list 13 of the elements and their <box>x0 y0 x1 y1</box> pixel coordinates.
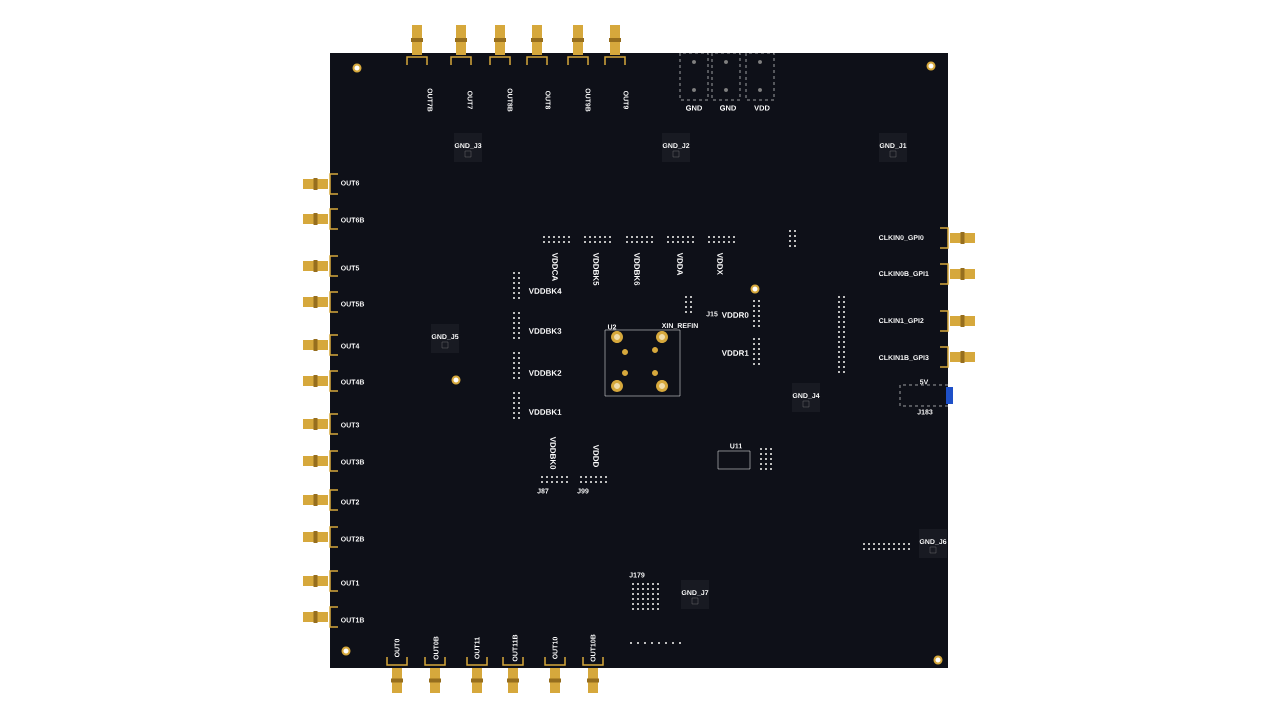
silkscreen-label: VDDR1 <box>721 350 749 356</box>
silkscreen-label: VDDA <box>677 252 683 276</box>
silkscreen-label: VDDX <box>717 252 723 275</box>
silkscreen-label: VDDR0 <box>721 312 749 318</box>
silkscreen-label: VDDBK2 <box>528 370 562 376</box>
silkscreen-label: VDDBK6 <box>634 252 640 286</box>
silkscreen-label: VDDBK3 <box>528 328 562 334</box>
silkscreen-label: VDDD <box>593 444 599 468</box>
silkscreen-label: VDDBK0 <box>550 436 556 470</box>
silkscreen-label: VDDBK5 <box>593 252 599 286</box>
silkscreen-label: VDDBK1 <box>528 409 562 415</box>
silkscreen-label: VDDBK4 <box>528 288 562 294</box>
silkscreen-label: VDDCA <box>552 252 558 281</box>
